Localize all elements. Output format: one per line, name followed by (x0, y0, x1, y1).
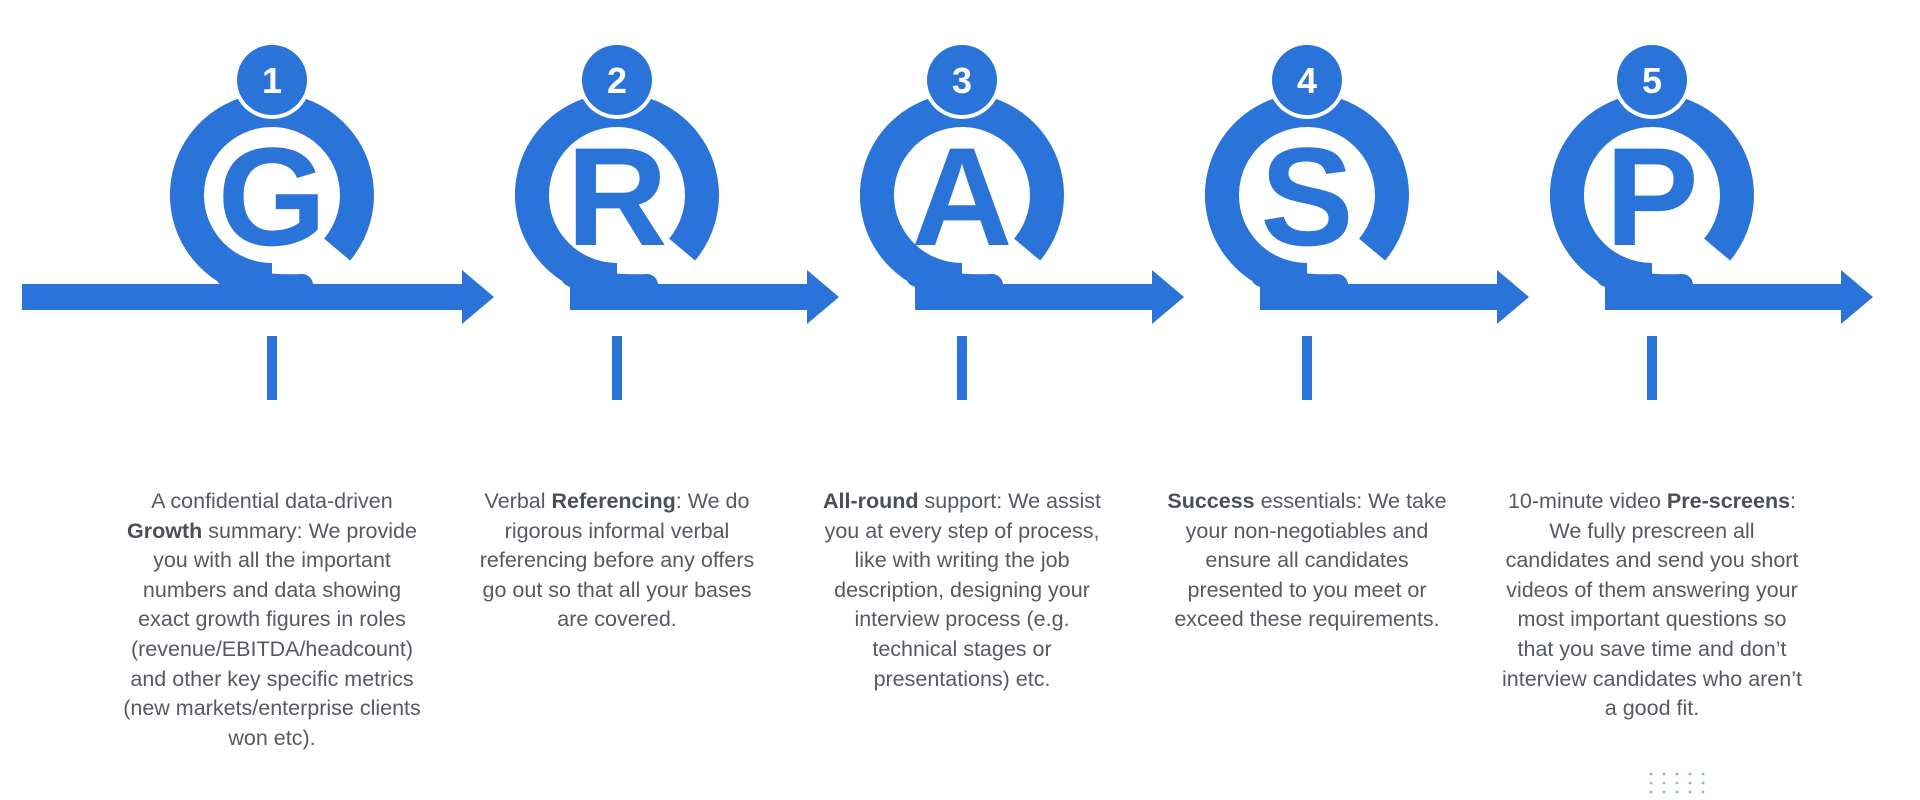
arrowhead-4 (1497, 270, 1529, 324)
loop-join-5 (1596, 265, 1693, 297)
loop-join-3 (906, 265, 1003, 297)
step-letter: S (1260, 118, 1353, 275)
description-lead: Verbal (484, 489, 552, 513)
number-badge (237, 45, 307, 115)
description-body: summary: We provide you with all the imp… (123, 518, 421, 750)
loop-ring-1 (170, 93, 374, 297)
decor-dot (1662, 772, 1666, 776)
decor-dot (1662, 781, 1666, 785)
decor-dot (1701, 781, 1705, 785)
description-keyword: Growth (127, 518, 203, 543)
loop-ring-2 (515, 93, 719, 297)
description-body: : We fully prescreen all candidates and … (1502, 489, 1802, 721)
connector-stem (1647, 336, 1657, 400)
number-badge (582, 45, 652, 115)
connector-stem (612, 336, 622, 400)
decor-dot (1701, 790, 1705, 794)
step-letter: R (566, 118, 667, 275)
description-keyword: All-round (823, 489, 919, 513)
decor-dot (1688, 772, 1692, 776)
step-letter: A (911, 118, 1012, 275)
decor-dot (1675, 772, 1679, 776)
loop-ring-3 (860, 93, 1064, 297)
connector-stem (267, 336, 277, 400)
connector-stem (1302, 336, 1312, 400)
decor-dot (1649, 781, 1653, 785)
description-body: support: We assist you at every step of … (824, 489, 1101, 691)
description-keyword: Referencing (551, 489, 676, 513)
stage-3: A3 (860, 41, 1064, 400)
step-description: Success essentials: We take your non-neg… (1157, 487, 1457, 635)
stage-4: S4 (1205, 41, 1409, 400)
arrowhead-1 (462, 270, 494, 324)
step-number: 3 (952, 60, 972, 101)
description-body: : We do rigorous informal verbal referen… (479, 489, 755, 632)
decor-dot (1688, 781, 1692, 785)
decor-dot (1649, 772, 1653, 776)
step-description: All-round support: We assist you at ever… (812, 487, 1112, 694)
description-lead: 10-minute video (1507, 489, 1667, 513)
step-number: 4 (1297, 60, 1317, 101)
decor-dot (1688, 790, 1692, 794)
decor-dot (1649, 790, 1653, 794)
number-badge (1272, 45, 1342, 115)
step-letter: P (1605, 118, 1698, 275)
decor-dot (1675, 781, 1679, 785)
arrowhead-5 (1841, 270, 1873, 324)
step-description: 10-minute video Pre-screens: We fully pr… (1502, 487, 1802, 724)
stage-1: G1 (170, 41, 374, 400)
arrowhead-2 (807, 270, 839, 324)
decorative-dot-grid (1649, 772, 1705, 794)
description-body: essentials: We take your non-negotiables… (1174, 489, 1447, 632)
loop-join-2 (561, 265, 658, 297)
step-description: A confidential data-driven Growth summar… (122, 487, 422, 753)
decor-dot (1675, 790, 1679, 794)
decor-dot (1662, 790, 1666, 794)
description-lead: A confidential data-driven (151, 489, 393, 513)
decor-dot (1701, 772, 1705, 776)
loop-join-1 (216, 265, 313, 297)
description-keyword: Pre-screens (1666, 489, 1791, 513)
arrowhead-3 (1152, 270, 1184, 324)
number-badge (1617, 45, 1687, 115)
step-description: Verbal Referencing: We do rigorous infor… (467, 487, 767, 635)
step-number: 2 (607, 60, 627, 101)
step-letter: G (218, 118, 327, 275)
description-keyword: Success (1167, 489, 1255, 513)
arrow-segments (22, 270, 1873, 324)
connector-stem (957, 336, 967, 400)
loop-ring-5 (1550, 93, 1754, 297)
stage-2: R2 (515, 41, 719, 400)
loop-join-4 (1251, 265, 1348, 297)
loop-ring-4 (1205, 93, 1409, 297)
stage-5: P5 (1550, 41, 1754, 400)
number-badge (927, 45, 997, 115)
step-number: 1 (262, 60, 282, 101)
step-number: 5 (1642, 60, 1662, 101)
